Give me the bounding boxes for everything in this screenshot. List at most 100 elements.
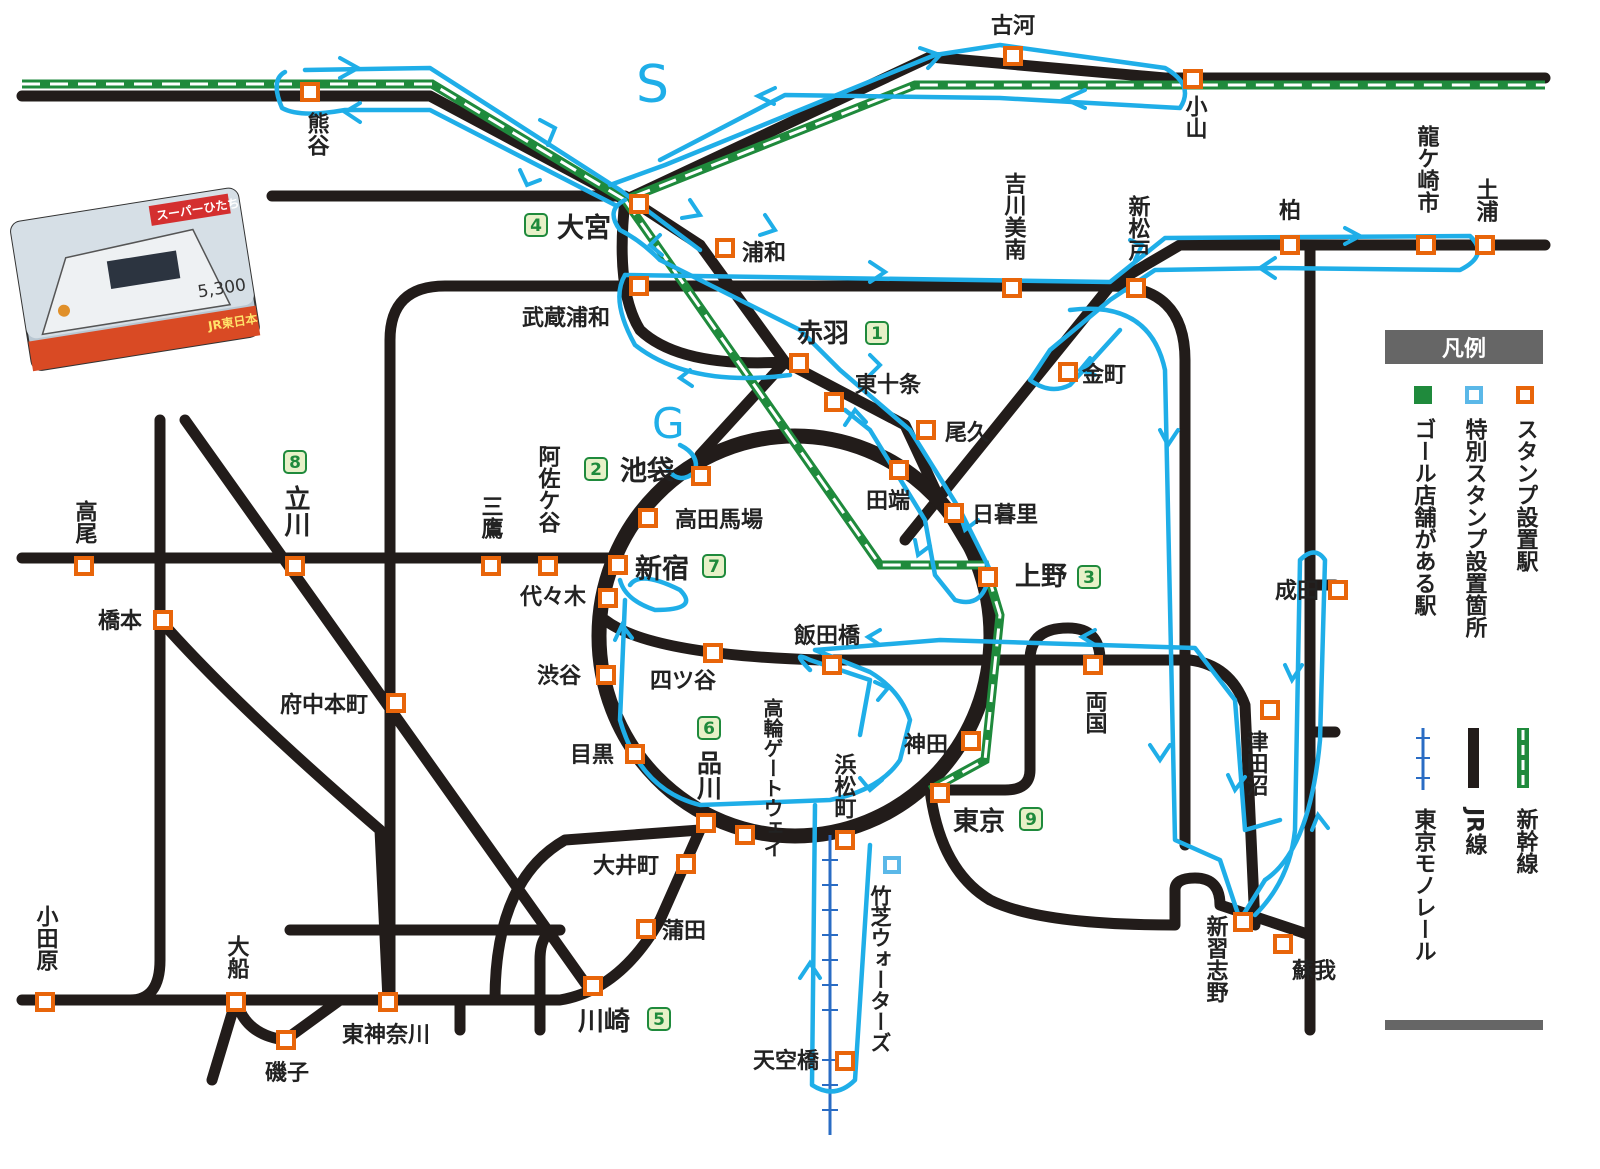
- label-tsuchiura: 土浦: [1473, 178, 1499, 222]
- label-akabane: 赤羽: [797, 319, 849, 349]
- stamp-kashiwa: [1280, 235, 1300, 255]
- label-kawasaki: 川崎: [578, 1007, 630, 1037]
- label-shinjuku: 新宿: [635, 553, 689, 585]
- stamp-ofuna: [226, 992, 246, 1012]
- stamp-takao: [74, 556, 94, 576]
- label-oimachi: 大井町: [593, 854, 659, 879]
- stamp-mitaka: [481, 556, 501, 576]
- stamp-tachikawa: [285, 556, 305, 576]
- label-takadanobaba: 高田馬場: [675, 507, 763, 533]
- label-narita: 成田: [1275, 579, 1319, 604]
- label-hashimoto: 橋本: [98, 609, 142, 634]
- route-arrows: [338, 46, 1365, 980]
- label-iidabashi: 飯田橋: [793, 623, 861, 649]
- stamp-higashi-kanagawa: [378, 992, 398, 1012]
- stamp-ueno: [978, 567, 998, 587]
- label-urawa: 浦和: [742, 240, 786, 266]
- jr-line-chuo-sobu: [599, 614, 1261, 931]
- monorail-line: [822, 835, 838, 1135]
- label-ryugasaki: 龍ケ崎市: [1414, 124, 1440, 213]
- label-oku: 尾久: [945, 420, 989, 446]
- stamp-kanda: [961, 731, 981, 751]
- label-musashi-urawa: 武蔵浦和: [522, 305, 610, 331]
- stamp-shinjuku: [608, 555, 628, 575]
- legend: 凡例 スタンプ設置駅 特別スタンプ設置箇所 ゴール店舗がある駅 新幹線 JR線 …: [1385, 330, 1543, 1030]
- legend-monorail-icon: [1416, 728, 1430, 790]
- stamp-yotsuya: [703, 643, 723, 663]
- stamp-shinagawa: [696, 813, 716, 833]
- label-hamamatsucho: 浜松町: [831, 753, 857, 820]
- label-kumagaya: 熊谷: [304, 111, 330, 156]
- stamp-hamamatsucho: [835, 830, 855, 850]
- goal-badge-7: 7: [702, 554, 726, 578]
- stamp-ryugasaki: [1416, 235, 1436, 255]
- stamp-yoyogi: [598, 588, 618, 608]
- jr-line-hachiko: [124, 414, 166, 1006]
- goal-badge-2: 2: [584, 457, 608, 481]
- label-fuchuhommachi: 府中本町: [280, 692, 368, 718]
- stamp-odawara: [35, 992, 55, 1012]
- label-mitaka: 三鷹: [478, 495, 504, 540]
- label-kanda: 神田: [904, 732, 948, 758]
- hand-drawn-route: [274, 42, 1481, 1094]
- label-tenkubashi: 天空橋: [753, 1048, 820, 1074]
- label-asagaya: 阿佐ケ谷: [535, 445, 562, 533]
- legend-shinkansen-label: 新幹線: [1513, 807, 1539, 874]
- stamp-kumagaya: [300, 82, 320, 102]
- stamp-tokyo: [930, 783, 950, 803]
- stamp-musashi-urawa: [629, 276, 649, 296]
- label-oyama: 小山: [1182, 95, 1208, 139]
- stamp-tabata: [889, 460, 909, 480]
- goal-badge-4: 4: [524, 213, 548, 237]
- label-shibuya: 渋谷: [537, 663, 582, 689]
- stamp-ryogoku: [1083, 655, 1103, 675]
- svg-text:1: 1: [871, 324, 883, 344]
- svg-text:7: 7: [708, 557, 720, 577]
- jr-line-keiyo: [924, 784, 1316, 941]
- stamp-oyama: [1183, 69, 1203, 89]
- goal-badge-3: 3: [1077, 565, 1101, 589]
- stamp-tsuchiura: [1475, 235, 1495, 255]
- goal-badge-1: 1: [865, 321, 889, 345]
- jr-line-joban: [899, 239, 1551, 546]
- label-takanawa: 高輪ゲートウェイ: [760, 697, 784, 858]
- stamp-hashimoto: [153, 610, 173, 630]
- label-soga: 蘇我: [1291, 958, 1336, 984]
- stamp-kanamachi: [1058, 362, 1078, 382]
- stamp-oimachi: [676, 854, 696, 874]
- label-shinagawa: 品川: [694, 750, 723, 800]
- stamp-urawa: [715, 238, 735, 258]
- label-koga: 古河: [991, 13, 1035, 39]
- jr-lines: [16, 51, 1551, 1086]
- svg-text:5: 5: [653, 1010, 665, 1030]
- stamp-omiya: [629, 194, 649, 214]
- label-yotsuya: 四ツ谷: [650, 669, 717, 694]
- svg-text:9: 9: [1025, 810, 1037, 830]
- legend-stamp-label: スタンプ設置駅: [1513, 418, 1539, 573]
- stamp-isogo: [276, 1030, 296, 1050]
- label-yoyogi: 代々木: [519, 585, 587, 610]
- label-kashiwa: 柏: [1279, 198, 1301, 224]
- label-meguro: 目黒: [570, 743, 614, 768]
- label-takeshiba: 竹芝ウォーターズ: [868, 884, 893, 1053]
- stamp-shibuya: [596, 665, 616, 685]
- label-shin-matsudo: 新松戸: [1125, 194, 1151, 262]
- label-yoshikawa-minami: 吉川美南: [1001, 171, 1028, 260]
- label-odawara: 小田原: [33, 905, 59, 971]
- stamp-shin-narashino: [1233, 912, 1253, 932]
- legend-special-icon: [1465, 386, 1483, 404]
- legend-shinkansen-icon: [1517, 728, 1529, 788]
- stamp-koga: [1003, 46, 1023, 66]
- jr-line-keiyo-drop: [924, 654, 1036, 796]
- stamp-tsudanuma: [1260, 700, 1280, 720]
- svg-text:6: 6: [703, 719, 715, 739]
- label-ryogoku: 両国: [1082, 690, 1108, 735]
- stamp-tenkubashi: [835, 1051, 855, 1071]
- stamp-iidabashi: [822, 655, 842, 675]
- label-takao: 高尾: [72, 499, 98, 545]
- label-ofuna: 大船: [224, 935, 250, 980]
- legend-stamp-icon: [1516, 386, 1534, 404]
- label-tokyo: 東京: [953, 806, 1005, 837]
- stamp-fuchuhommachi: [386, 693, 406, 713]
